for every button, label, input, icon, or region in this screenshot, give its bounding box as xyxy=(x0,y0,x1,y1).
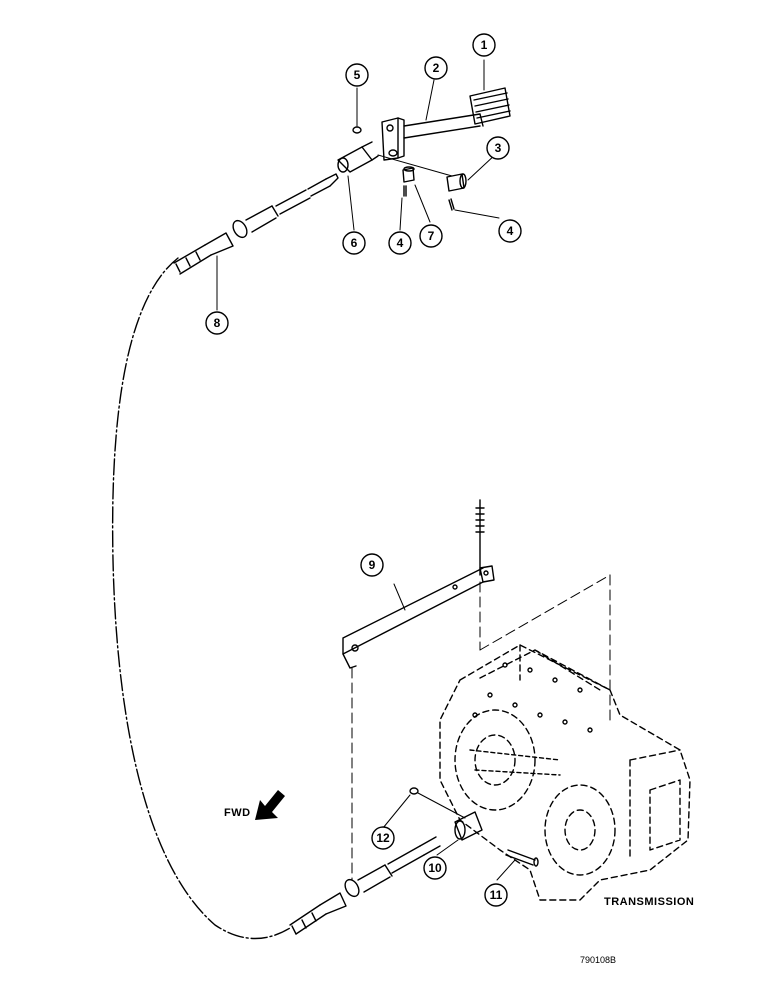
callout-8: 8 xyxy=(214,316,221,330)
callout-5: 5 xyxy=(354,68,361,82)
callout-1: 1 xyxy=(481,38,488,52)
transmission-housing xyxy=(439,644,691,901)
callout-4-left: 4 xyxy=(397,236,404,250)
pedal-lever xyxy=(381,113,484,161)
transmission-label: TRANSMISSION xyxy=(604,896,694,908)
callout-6: 6 xyxy=(351,236,358,250)
callout-7: 7 xyxy=(428,229,435,243)
callout-4-right: 4 xyxy=(507,224,514,238)
callout-circles xyxy=(205,33,522,907)
callout-2: 2 xyxy=(433,61,440,75)
pedal-pad xyxy=(469,87,511,125)
upper-cable-end xyxy=(173,173,339,275)
clevis-yoke xyxy=(337,141,379,173)
control-cable xyxy=(111,257,291,940)
washer-upper xyxy=(352,126,362,134)
callout-11: 11 xyxy=(490,888,503,902)
washer-lower xyxy=(409,787,419,795)
clevis-pin xyxy=(402,166,415,183)
forward-label: FWD xyxy=(224,807,251,819)
cable-coupler xyxy=(454,811,483,841)
forward-arrow-icon xyxy=(255,790,285,820)
pivot-pin xyxy=(446,173,467,192)
callout-3: 3 xyxy=(495,141,502,155)
callout-12: 12 xyxy=(376,831,390,845)
cotter-pin-right xyxy=(448,198,455,211)
mounting-bracket xyxy=(342,499,495,669)
cotter-pin-left xyxy=(403,185,407,197)
lower-cable-end xyxy=(289,836,441,935)
callout-9: 9 xyxy=(369,558,376,572)
callout-10: 10 xyxy=(428,861,442,875)
part-number-label: 790108B xyxy=(580,955,616,965)
